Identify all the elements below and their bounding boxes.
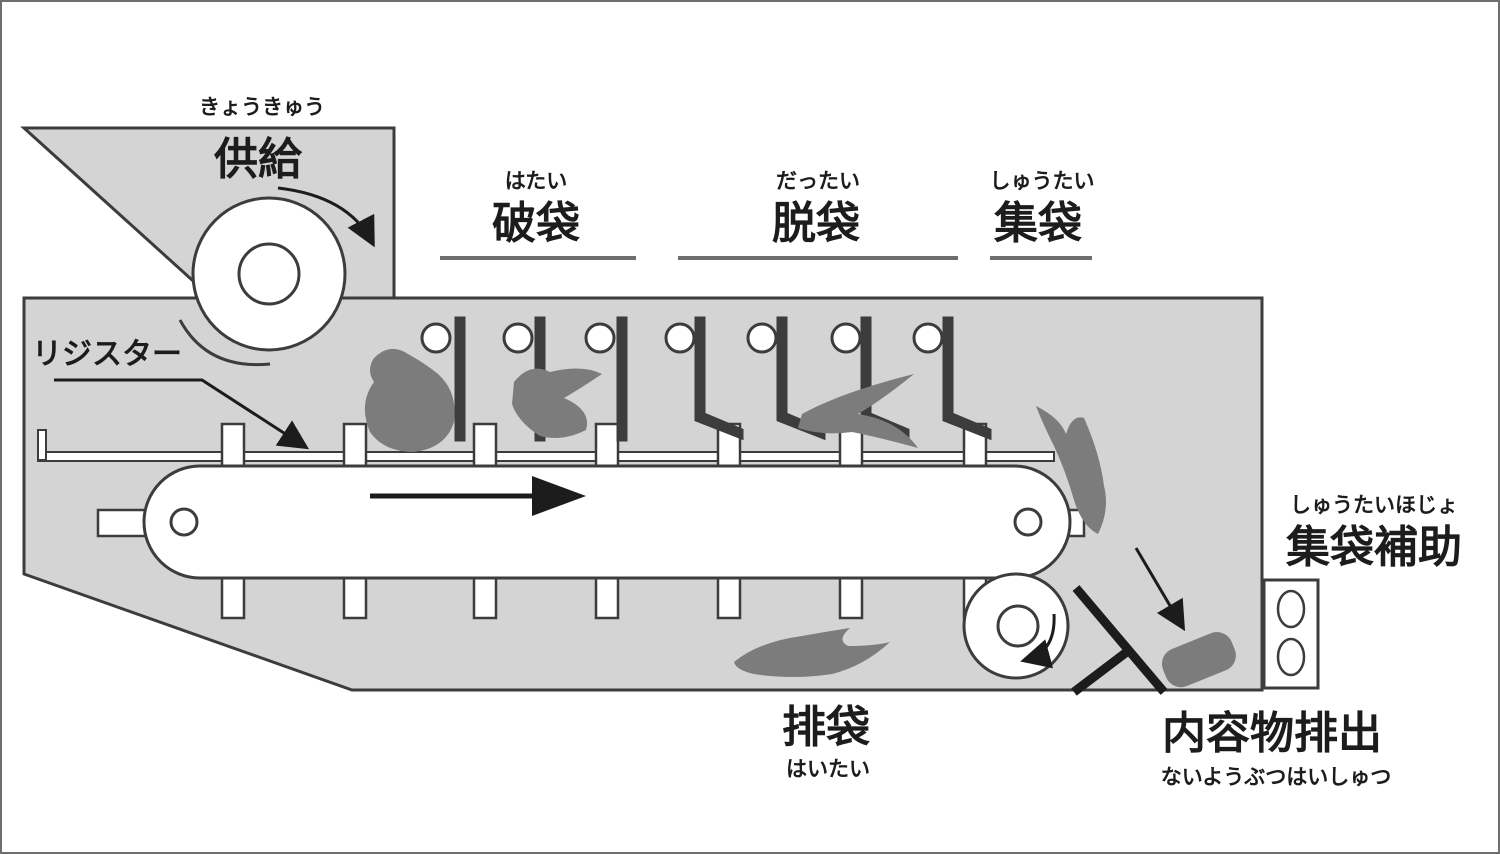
bag-breaking-label: 破袋 xyxy=(492,198,580,249)
register-rail xyxy=(37,451,1055,462)
register-leader-line xyxy=(54,378,310,450)
bag-removal-label: 脱袋 xyxy=(772,198,860,249)
full-bag-shape xyxy=(364,348,455,452)
bag-removal-blades xyxy=(664,316,910,441)
content-discharge-ruby: ないようぶつはいしゅつ xyxy=(1161,765,1392,789)
removed-bag-shape xyxy=(798,374,918,448)
bag-collection-blade xyxy=(912,316,992,441)
bag-collection-aid-ruby: しゅうたいほじょ xyxy=(1290,493,1458,517)
falling-bag-shape xyxy=(1036,406,1106,534)
conveyor-pulley-right xyxy=(1013,507,1043,537)
conveyor-shaft-left xyxy=(96,508,152,538)
torn-bag-shape xyxy=(512,368,602,438)
conveyor-slats-top xyxy=(220,422,988,472)
register-label: リジスター xyxy=(32,337,182,372)
supply-roller xyxy=(191,196,347,352)
content-discharge-label: 内容物排出 xyxy=(1162,708,1382,759)
bag-discharge-ruby: はいたい xyxy=(786,757,870,781)
bag-collection-aid-label: 集袋補助 xyxy=(1285,522,1462,573)
discharged-bag-shape xyxy=(734,628,890,677)
supply-roller-guard xyxy=(178,319,271,367)
bag-collection-aid-box xyxy=(1262,578,1320,690)
supply-label: 供給 xyxy=(214,134,303,185)
curved-arrow-counterclockwise-icon xyxy=(1020,613,1056,669)
bag-breaking-ruby: はたい xyxy=(505,169,568,193)
bag-removal-ruby: だったい xyxy=(776,169,860,193)
bag-discharge-label: 排袋 xyxy=(782,702,870,753)
register-rail-end xyxy=(37,429,47,461)
right-arrow-icon xyxy=(370,476,586,516)
discharged-content-block xyxy=(1161,632,1236,688)
content-drop-arrow xyxy=(1134,547,1186,632)
conveyor-slats-bottom xyxy=(220,572,988,620)
bag-collection-ruby: しゅうたい xyxy=(990,169,1095,193)
conveyor-belt xyxy=(142,464,1072,580)
supply-ruby: きょうきゅう xyxy=(199,95,325,119)
conveyor-pulley-left xyxy=(169,507,199,537)
figure-eight-icon xyxy=(1276,589,1306,677)
curved-arrow-clockwise-icon xyxy=(277,186,375,248)
content-discharge-guide xyxy=(1071,585,1168,696)
bag-collection-label: 集袋 xyxy=(993,198,1082,249)
